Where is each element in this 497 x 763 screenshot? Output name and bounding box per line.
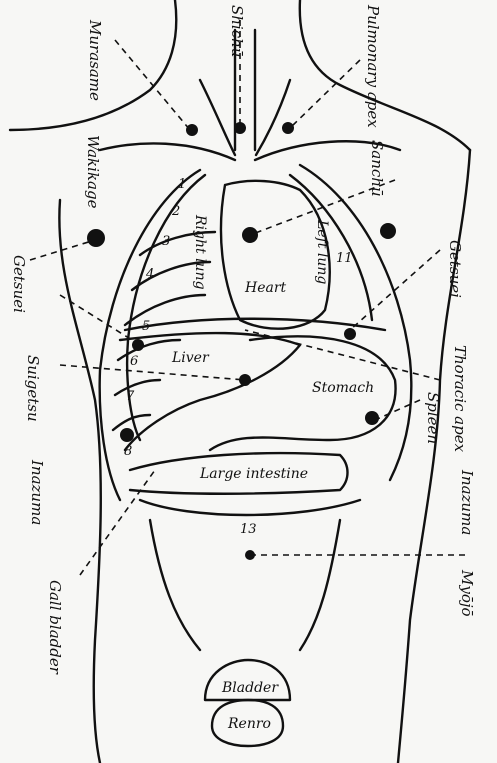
label-murasame: Murasame	[86, 19, 104, 101]
label-inazuma-right: Inazuma	[458, 469, 476, 535]
label-shichu: Shichū	[228, 5, 246, 57]
rib-number-1: 1	[178, 177, 186, 192]
point-inazuma-right	[365, 411, 379, 425]
point-getsuei-right	[344, 328, 356, 340]
point-right-upper	[380, 223, 396, 239]
label-spleen: Spleen	[424, 392, 442, 444]
point-getsuei-left	[132, 339, 144, 351]
label-sanchu: Sanchū	[368, 140, 386, 197]
label-gall-bladder: Gall bladder	[46, 580, 64, 675]
label-getsuei-right: Getsuei	[446, 240, 464, 298]
organ-left-lung: Left lung	[314, 219, 330, 284]
heart-outline	[221, 181, 330, 329]
label-myojo: Myōjō	[458, 569, 476, 617]
point-myojo	[245, 550, 255, 560]
rib-number-6: 6	[130, 354, 138, 369]
organ-large-intestine: Large intestine	[199, 466, 308, 482]
rib-number-7: 7	[126, 389, 135, 404]
organ-liver: Liver	[171, 350, 210, 366]
organ-renro: Renro	[227, 716, 271, 732]
point-shichu	[234, 122, 246, 134]
rib-number-8: 8	[124, 444, 132, 459]
rib-number-2: 2	[171, 204, 180, 219]
rib-number-4: 4	[145, 267, 154, 282]
point-wakikage	[87, 229, 105, 247]
rib-number-3: 3	[162, 234, 170, 249]
marker-13: 13	[240, 522, 257, 537]
left-clavicle	[100, 143, 235, 160]
organ-heart: Heart	[244, 280, 287, 296]
rib-number-11: 11	[336, 251, 353, 266]
left-lung-outline	[290, 175, 372, 320]
liver-outline	[120, 333, 300, 450]
point-inazuma-left	[120, 428, 134, 442]
label-suigetsu: Suigetsu	[24, 355, 42, 422]
point-pulmonary-apex	[282, 122, 294, 134]
neck-right-outline	[300, 0, 470, 150]
diaphragm	[125, 319, 385, 330]
point-sanchu	[242, 227, 258, 243]
label-pulmonary-apex: Pulmonary apex	[364, 4, 382, 128]
point-suigetsu	[239, 374, 251, 386]
label-getsuei-left: Getsuei	[10, 255, 28, 313]
label-wakikage: Wakikage	[84, 135, 102, 209]
label-inazuma-left: Inazuma	[28, 459, 46, 525]
point-murasame	[186, 124, 198, 136]
left-side-outline	[59, 200, 100, 763]
organ-stomach: Stomach	[312, 380, 374, 396]
rib-number-5: 5	[142, 319, 150, 334]
organ-right-lung: Right lung	[192, 214, 208, 290]
organ-bladder: Bladder	[221, 680, 279, 696]
label-thoracic-apex: Thoracic apex	[451, 345, 469, 453]
